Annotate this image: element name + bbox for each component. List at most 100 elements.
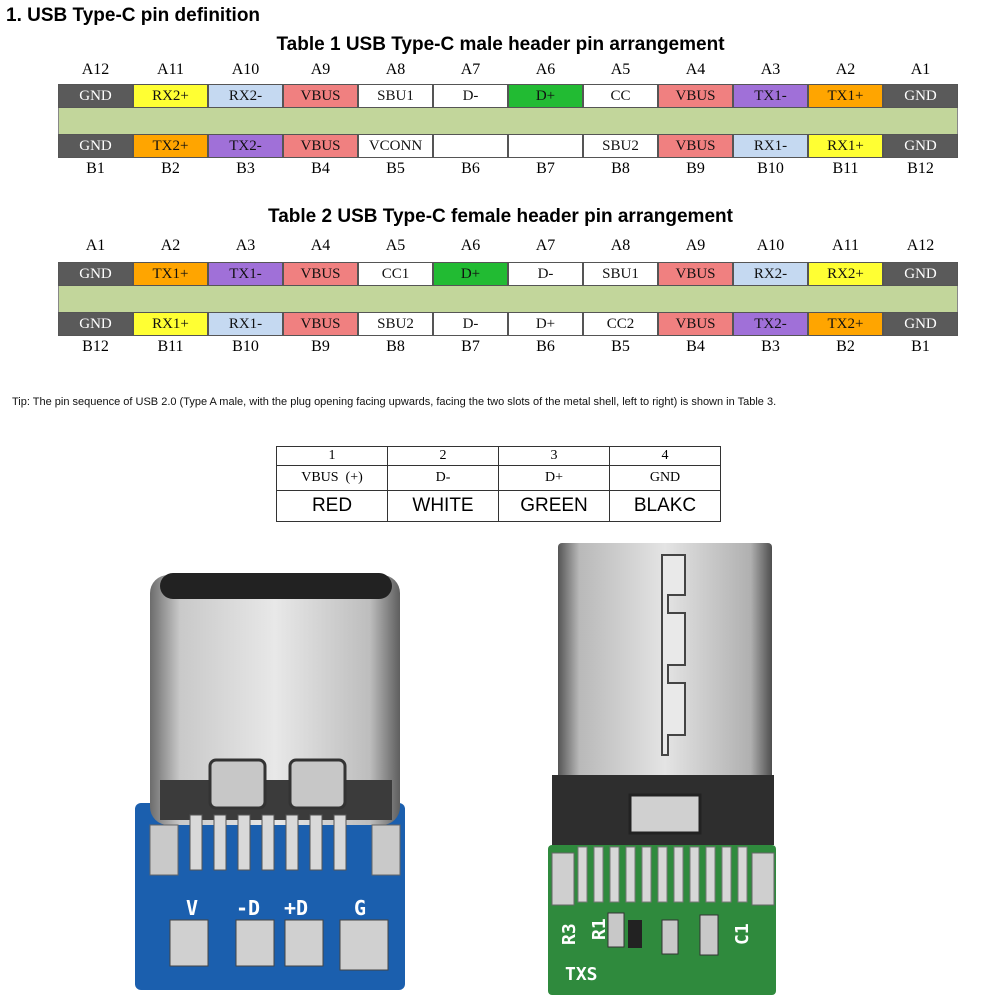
male-shell-seam (661, 554, 686, 756)
pin-number-label: A6 (535, 61, 556, 78)
pin-cell: CC (583, 84, 658, 108)
pin-number-label: A8 (610, 237, 631, 254)
pin-number-label: B10 (757, 160, 784, 177)
pin-cell: VBUS (283, 312, 358, 336)
pin-cell: GND (58, 312, 133, 336)
usb2-wire-color: BLAKC (609, 490, 721, 522)
pin-cell: TX1+ (133, 262, 208, 286)
usb2-pin-number: 3 (498, 446, 610, 466)
pin-cell: TX1- (733, 84, 808, 108)
pin-number-label: A9 (310, 61, 331, 78)
pin-number-label: B10 (232, 338, 259, 355)
pin-cell: GND (883, 262, 958, 286)
pin-cell: D+ (508, 84, 583, 108)
male-center-tab (628, 793, 702, 835)
pin-cell: VBUS (658, 134, 733, 158)
pin-cell: D- (433, 312, 508, 336)
pin-cell: VBUS (658, 84, 733, 108)
usb2-pin-signal: VBUS (+) (276, 465, 388, 491)
male-connector-photo: R3 R1 C1 TXS (548, 543, 776, 995)
male-pad-right (751, 852, 775, 906)
silk-label-r3: R3 (559, 923, 580, 945)
pin-number-label: B8 (611, 160, 630, 177)
pin-number-label: A11 (157, 61, 184, 78)
pin-cell: GND (883, 84, 958, 108)
pin-number-label: A5 (385, 237, 406, 254)
female-solder-pads (169, 919, 389, 971)
table2-connector-bar (58, 286, 958, 312)
pin-number-label: B6 (461, 160, 480, 177)
pin-number-label: A7 (460, 61, 481, 78)
usb2-pin-number: 2 (387, 446, 499, 466)
pin-cell: GND (883, 312, 958, 336)
pin-cell: TX1+ (808, 84, 883, 108)
usb2-pin-table: 1 2 3 4 VBUS (+) D- D+ GND RED WHITE GRE… (276, 446, 721, 522)
pin-number-label: A4 (685, 61, 706, 78)
female-port-opening (160, 573, 392, 599)
pin-cell: D+ (433, 262, 508, 286)
pin-cell: TX2+ (133, 134, 208, 158)
pin-cell: RX1+ (133, 312, 208, 336)
female-pad-right (371, 824, 401, 876)
silk-label-txs: TXS (565, 964, 598, 985)
pin-number-label: A12 (906, 237, 935, 254)
pin-cell: VBUS (283, 262, 358, 286)
female-pad-left (149, 824, 179, 876)
silk-label-c1: C1 (732, 923, 753, 945)
usb2-pin-signal: D+ (498, 465, 610, 491)
pin-number-label: B3 (761, 338, 780, 355)
pin-number-label: A8 (385, 61, 406, 78)
pin-number-label: B2 (836, 338, 855, 355)
pin-number-label: A6 (460, 237, 481, 254)
page-title: 1. USB Type-C pin definition (6, 5, 261, 26)
pin-number-label: B7 (536, 160, 555, 177)
pin-number-label: A4 (310, 237, 331, 254)
pin-cell: VCONN (358, 134, 433, 158)
pin-cell: SBU2 (583, 134, 658, 158)
pin-cell: VBUS (283, 134, 358, 158)
pin-number-label: A3 (760, 61, 781, 78)
male-pins (577, 846, 748, 903)
pin-number-label: A2 (835, 61, 856, 78)
pin-cell: VBUS (658, 312, 733, 336)
usb2-pin-signal: D- (387, 465, 499, 491)
pin-cell: SBU1 (358, 84, 433, 108)
pin-number-label: A10 (231, 61, 260, 78)
usb2-wire-color: WHITE (387, 490, 499, 522)
pin-number-label: A11 (832, 237, 859, 254)
connector-photos: V -D +D G R3 R1 C1 (135, 543, 776, 995)
pin-cell: TX1- (208, 262, 283, 286)
pin-number-label: A1 (85, 237, 106, 254)
table2-title: Table 2 USB Type-C female header pin arr… (268, 206, 733, 227)
pin-number-label: A2 (160, 237, 181, 254)
table1-title: Table 1 USB Type-C male header pin arran… (276, 34, 725, 55)
pin-cell: VBUS (658, 262, 733, 286)
pin-cell: GND (58, 262, 133, 286)
pin-cell: VBUS (283, 84, 358, 108)
pin-number-label: A7 (535, 237, 556, 254)
pin-number-label: B4 (686, 338, 705, 355)
pin-cell: RX1- (208, 312, 283, 336)
pin-number-label: B5 (611, 338, 630, 355)
pin-cell: RX2+ (808, 262, 883, 286)
male-smd-parts (607, 912, 719, 956)
pin-number-label: B6 (536, 338, 555, 355)
usb2-wire-color: GREEN (498, 490, 610, 522)
pin-number-label: A5 (610, 61, 631, 78)
pin-number-label: B9 (686, 160, 705, 177)
pin-cell: RX1- (733, 134, 808, 158)
female-tab-left (208, 758, 267, 810)
pin-cell: D- (433, 84, 508, 108)
pin-cell: SBU1 (583, 262, 658, 286)
pin-number-label: B12 (907, 160, 934, 177)
pin-cell (508, 134, 583, 158)
pin-cell: GND (58, 134, 133, 158)
female-connector-photo: V -D +D G (135, 573, 405, 990)
pin-number-label: B12 (82, 338, 109, 355)
